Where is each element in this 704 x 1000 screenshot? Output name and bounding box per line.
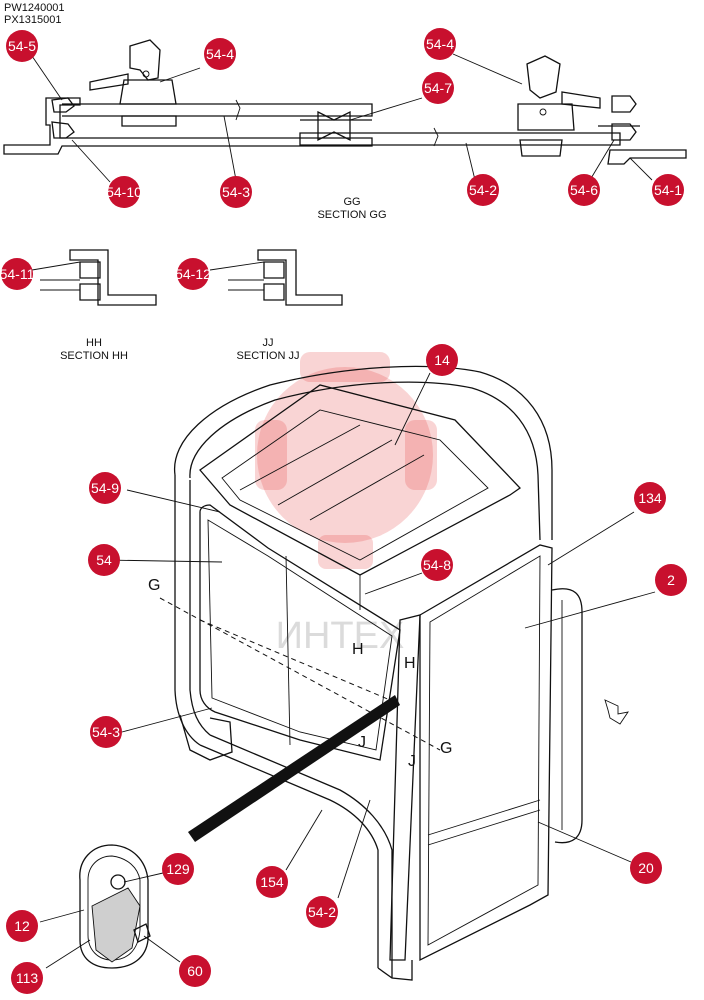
callout-20[interactable]: 20 bbox=[630, 852, 662, 884]
callout-label: 12 bbox=[14, 918, 30, 934]
section-hh-subtitle: SECTION HH bbox=[60, 350, 128, 362]
callout-54-2-section[interactable]: 54-2 bbox=[467, 174, 499, 206]
callout-113[interactable]: 113 bbox=[11, 962, 43, 994]
callout-14[interactable]: 14 bbox=[426, 344, 458, 376]
section-mark-g-right: G bbox=[440, 740, 452, 757]
callout-label: 54-9 bbox=[91, 480, 119, 496]
callout-129[interactable]: 129 bbox=[162, 853, 194, 885]
callout-label: 154 bbox=[260, 874, 284, 890]
callout-label: 54-5 bbox=[8, 38, 36, 54]
section-gg-subtitle: SECTION GG bbox=[317, 209, 386, 221]
callout-54-12[interactable]: 54-12 bbox=[175, 258, 211, 290]
callout-label: 134 bbox=[638, 490, 662, 506]
callout-label: 54-11 bbox=[0, 266, 35, 282]
callout-label: 54-2 bbox=[308, 904, 336, 920]
callout-label: 14 bbox=[434, 352, 450, 368]
callout-60[interactable]: 60 bbox=[179, 955, 211, 987]
leader-lines bbox=[31, 53, 656, 969]
watermark-text: ИНТЕХ bbox=[276, 615, 405, 657]
callout-54-1[interactable]: 54-1 bbox=[652, 174, 684, 206]
section-jj-subtitle: SECTION JJ bbox=[237, 350, 300, 362]
callout-54-10[interactable]: 54-10 bbox=[106, 176, 142, 208]
callout-label: 54-10 bbox=[106, 184, 142, 200]
callout-54-7[interactable]: 54-7 bbox=[422, 72, 454, 104]
section-jj-drawing bbox=[228, 249, 343, 306]
callout-label: 54-7 bbox=[424, 80, 452, 96]
callout-134[interactable]: 134 bbox=[634, 482, 666, 514]
callout-label: 54-6 bbox=[570, 182, 598, 198]
callout-12[interactable]: 12 bbox=[6, 910, 38, 942]
callout-label: 54-12 bbox=[175, 266, 211, 282]
section-mark-j-right: J bbox=[408, 753, 416, 770]
callout-2[interactable]: 2 bbox=[655, 564, 687, 596]
callout-54-3-cab[interactable]: 54-3 bbox=[90, 716, 122, 748]
mirror-drawing bbox=[79, 844, 151, 969]
callout-label: 54-8 bbox=[423, 557, 451, 573]
callout-label: 54-2 bbox=[469, 182, 497, 198]
callout-54-6[interactable]: 54-6 bbox=[568, 174, 600, 206]
callout-label: 129 bbox=[166, 861, 190, 877]
doc-code-2: PX1315001 bbox=[4, 14, 62, 26]
section-mark-g-left: G bbox=[148, 577, 160, 594]
callout-label: 54-3 bbox=[222, 184, 250, 200]
callout-label: 60 bbox=[187, 963, 203, 979]
callout-154[interactable]: 154 bbox=[256, 866, 288, 898]
callout-54-11[interactable]: 54-11 bbox=[0, 258, 35, 290]
callout-label: 54-1 bbox=[654, 182, 682, 198]
callout-label: 2 bbox=[667, 572, 675, 588]
section-jj-title: JJ bbox=[263, 337, 274, 349]
section-mark-j-left: J bbox=[358, 734, 366, 751]
callout-54-3-section[interactable]: 54-3 bbox=[220, 176, 252, 208]
callout-label: 20 bbox=[638, 860, 654, 876]
callout-label: 54 bbox=[96, 552, 112, 568]
callout-54[interactable]: 54 bbox=[88, 544, 120, 576]
callout-54-5[interactable]: 54-5 bbox=[6, 30, 38, 62]
section-gg-drawing bbox=[3, 39, 687, 165]
callout-54-9[interactable]: 54-9 bbox=[89, 472, 121, 504]
section-mark-h-left: H bbox=[352, 641, 364, 658]
callout-label: 54-4 bbox=[426, 36, 454, 52]
watermark-logo bbox=[255, 352, 437, 569]
callout-54-4-left[interactable]: 54-4 bbox=[204, 38, 236, 70]
section-hh-title: HH bbox=[86, 337, 102, 349]
callout-54-2-cab[interactable]: 54-2 bbox=[306, 896, 338, 928]
callout-label: 113 bbox=[16, 970, 39, 986]
callout-54-8[interactable]: 54-8 bbox=[421, 549, 453, 581]
cab-drawing bbox=[159, 365, 629, 981]
section-hh-drawing bbox=[40, 249, 157, 306]
callout-label: 54-4 bbox=[206, 46, 234, 62]
section-mark-h-right: H bbox=[404, 655, 416, 672]
callout-54-4-right[interactable]: 54-4 bbox=[424, 28, 456, 60]
doc-code-1: PW1240001 bbox=[4, 2, 65, 14]
callout-label: 54-3 bbox=[92, 724, 120, 740]
section-gg-title: GG bbox=[343, 196, 360, 208]
